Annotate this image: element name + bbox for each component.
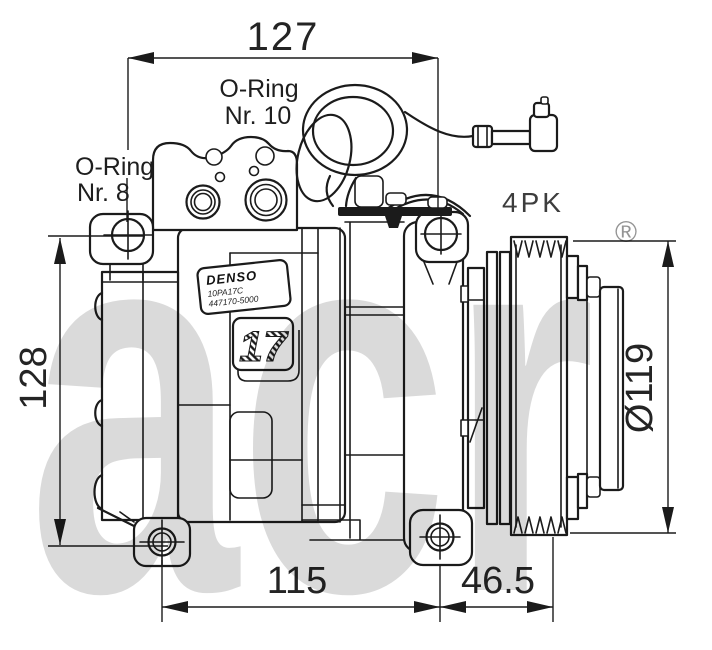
annotations: O-Ring Nr. 10 O-Ring Nr. 8 4PK [75, 75, 564, 218]
dim-value-127: 127 [247, 15, 320, 59]
dim-value-46-5: 46.5 [461, 560, 535, 602]
clamp-bar [338, 207, 452, 216]
dim-value-128: 128 [13, 346, 55, 409]
grommet [354, 175, 384, 208]
belt-type-label: 4PK [502, 187, 564, 218]
dim-value-115: 115 [267, 560, 328, 602]
displacement-number: 17 [239, 323, 289, 371]
dimension-bottom-115-46-5: 115 46.5 [161, 537, 554, 622]
connector-plug [471, 96, 559, 153]
wire-harness [295, 83, 559, 228]
belt-grooves-top [513, 240, 567, 258]
o-ring-10-label-line2: Nr. 10 [225, 102, 292, 130]
dimension-top-127: 127 [126, 15, 439, 222]
dimension-left-128: 128 [13, 235, 168, 547]
o-ring-10-label-line1: O-Ring [219, 75, 298, 103]
mounting-lugs [88, 210, 474, 568]
lead-wire [403, 110, 475, 138]
cylinder-head [151, 135, 299, 232]
clutch-pulley-assembly [460, 235, 625, 537]
discharge-port [244, 178, 288, 222]
nameplate-model: 10PA17C [207, 285, 244, 299]
cable-coil [301, 83, 409, 177]
displacement-plate: 17 [231, 316, 300, 382]
dimension-right-diameter-119: Ø119 [570, 240, 676, 534]
belt-grooves-bottom [513, 516, 567, 534]
o-ring-8-label-line1: O-Ring [75, 153, 154, 181]
o-ring-8-label-line2: Nr. 8 [77, 179, 130, 207]
nameplate-brand: DENSO [205, 268, 258, 288]
dim-value-diameter: Ø119 [619, 343, 661, 433]
nameplate: DENSO 10PA17C 447170-5000 [196, 259, 292, 315]
